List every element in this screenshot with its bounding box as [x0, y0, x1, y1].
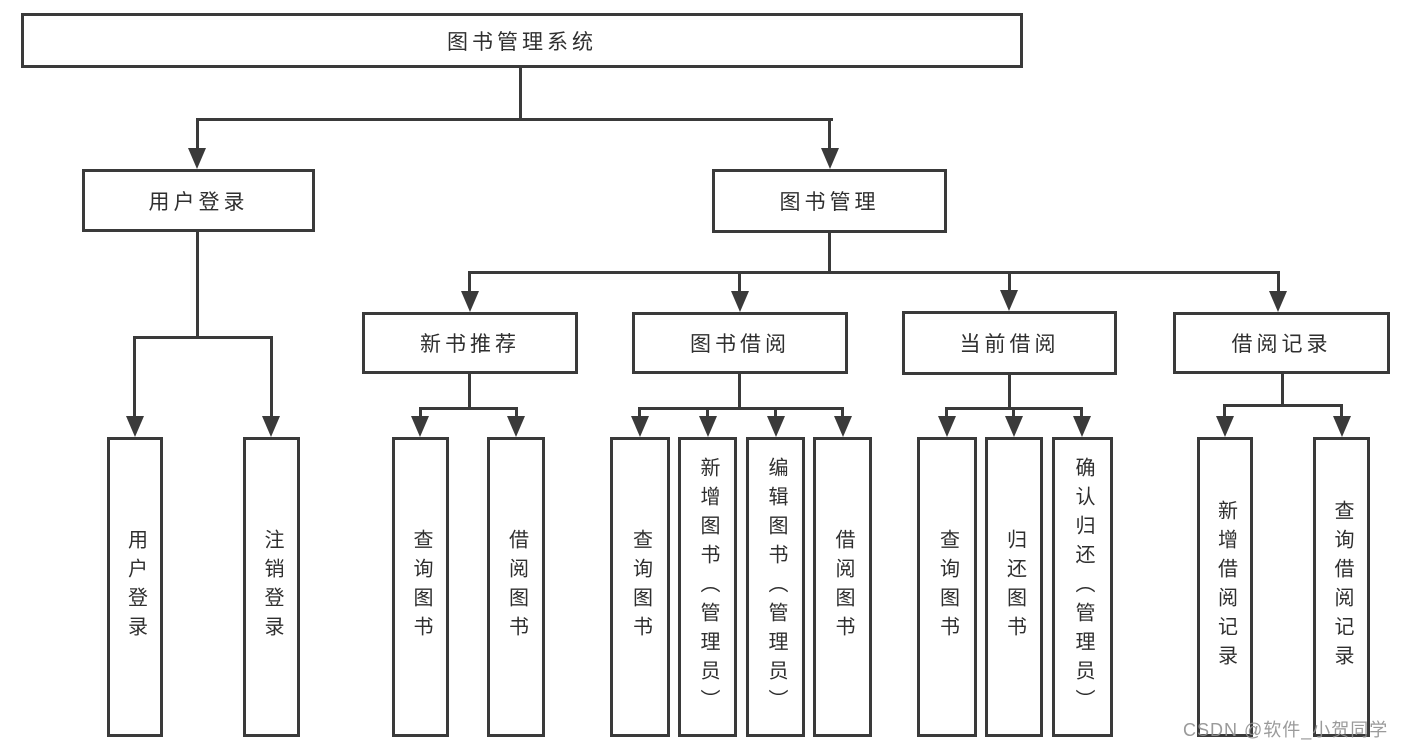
arrowhead-to-book-management — [821, 148, 839, 169]
edge-leaf-line — [419, 407, 422, 420]
edge-book-borrowing-rail — [638, 407, 844, 410]
csdn-watermark: CSDN @软件_小贺同学 — [1183, 720, 1389, 740]
edge-root-stem — [519, 68, 522, 118]
node-book-borrowing: 图书借阅 — [632, 312, 848, 374]
edge-to-current-borrowing-line — [1008, 271, 1011, 294]
edge-leaf-line — [638, 407, 641, 420]
leaf-query-borrow-record: 查询借阅记录 — [1313, 437, 1370, 737]
edge-to-user-login-line — [196, 118, 199, 152]
arrowhead-to-book-borrowing — [731, 291, 749, 312]
edge-root-rail — [196, 118, 833, 121]
edge-leaf-line — [945, 407, 948, 420]
edge-leaf-line — [1080, 407, 1083, 420]
edge-user-login-stem — [196, 232, 199, 339]
edge-leaf-line — [1340, 404, 1343, 420]
arrowhead-to-user-login — [188, 148, 206, 169]
leaf-query-books-recommend: 查询图书 — [392, 437, 449, 737]
edge-to-new-book-line — [468, 271, 471, 295]
edge-to-book-management-line — [828, 118, 831, 152]
node-new-book-recommendation: 新书推荐 — [362, 312, 578, 374]
arrowhead — [1333, 416, 1351, 437]
leaf-add-borrow-record: 新增借阅记录 — [1197, 437, 1253, 737]
node-user-login: 用户登录 — [82, 169, 315, 232]
leaf-return-books: 归还图书 — [985, 437, 1043, 737]
leaf-logout: 注销登录 — [243, 437, 300, 737]
arrowhead — [631, 416, 649, 437]
leaf-borrow-books-recommend: 借阅图书 — [487, 437, 545, 737]
edge-leaf-line — [774, 407, 777, 420]
edge-new-book-stem — [468, 374, 471, 410]
arrowhead-to-current-borrowing — [1000, 290, 1018, 311]
edge-to-book-borrowing-line — [738, 271, 741, 295]
node-library-management-system: 图书管理系统 — [21, 13, 1023, 68]
edge-leaf-line — [706, 407, 709, 420]
node-current-borrowing: 当前借阅 — [902, 311, 1117, 375]
arrowhead — [767, 416, 785, 437]
arrowhead — [1005, 416, 1023, 437]
edge-book-management-stem — [828, 233, 831, 273]
edge-leaf-line — [1012, 407, 1015, 420]
edge-to-borrowing-records-line — [1277, 271, 1280, 295]
edge-user-login-rail — [133, 336, 273, 339]
edge-new-book-rail — [419, 407, 518, 410]
edge-to-leaf-logout-line — [270, 336, 273, 420]
leaf-confirm-return-admin: 确认归还（管理员） — [1052, 437, 1113, 737]
arrowhead-to-leaf-logout — [262, 416, 280, 437]
edge-leaf-line — [841, 407, 844, 420]
leaf-query-books-current: 查询图书 — [917, 437, 977, 737]
edge-book-borrowing-stem — [738, 374, 741, 410]
arrowhead-to-leaf-user-login — [126, 416, 144, 437]
leaf-add-book-admin: 新增图书（管理员） — [678, 437, 737, 737]
arrowhead — [1216, 416, 1234, 437]
leaf-query-books-borrowing: 查询图书 — [610, 437, 670, 737]
arrowhead-to-new-book — [461, 291, 479, 312]
edge-leaf-line — [515, 407, 518, 420]
edge-to-leaf-user-login-line — [133, 336, 136, 420]
leaf-user-login: 用户登录 — [107, 437, 163, 737]
edge-current-borrowing-stem — [1008, 375, 1011, 410]
leaf-edit-book-admin: 编辑图书（管理员） — [746, 437, 805, 737]
arrowhead — [938, 416, 956, 437]
arrowhead — [1073, 416, 1091, 437]
node-book-management: 图书管理 — [712, 169, 947, 233]
arrowhead — [507, 416, 525, 437]
edge-book-management-rail — [468, 271, 1280, 274]
arrowhead — [834, 416, 852, 437]
node-borrowing-records: 借阅记录 — [1173, 312, 1390, 374]
arrowhead-to-borrowing-records — [1269, 291, 1287, 312]
arrowhead — [411, 416, 429, 437]
edge-borrowing-records-stem — [1281, 374, 1284, 407]
leaf-borrow-books-borrowing: 借阅图书 — [813, 437, 872, 737]
edge-leaf-line — [1223, 404, 1226, 420]
arrowhead — [699, 416, 717, 437]
edge-borrowing-records-rail — [1223, 404, 1343, 407]
